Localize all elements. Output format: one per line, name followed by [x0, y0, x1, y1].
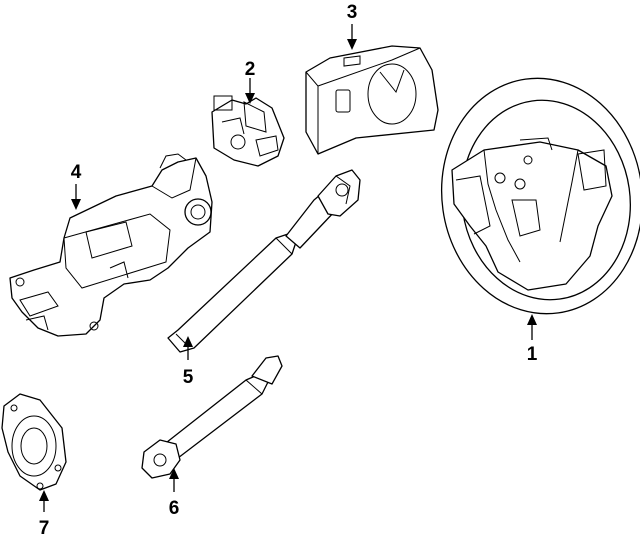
part-column-shroud-cover — [305, 45, 439, 155]
part-column-seal-plate — [1, 393, 67, 491]
callout-4: 4 — [71, 162, 82, 210]
callout-2-number: 2 — [245, 59, 256, 80]
part-lower-intermediate-shaft — [141, 355, 283, 479]
callout-5: 5 — [183, 336, 194, 388]
callout-7-number: 7 — [39, 518, 50, 538]
part-upper-intermediate-shaft — [167, 169, 361, 353]
callout-3: 3 — [347, 2, 358, 50]
callout-2: 2 — [245, 59, 256, 104]
callout-4-number: 4 — [71, 162, 82, 183]
callout-5-number: 5 — [183, 367, 194, 388]
callout-3-number: 3 — [347, 2, 358, 23]
callout-6-number: 6 — [169, 498, 180, 519]
part-ignition-lock-housing — [211, 95, 285, 167]
callout-6: 6 — [169, 468, 180, 519]
part-steering-wheel — [440, 77, 640, 315]
part-steering-column-assembly — [9, 153, 213, 337]
callout-1: 1 — [527, 314, 538, 365]
callout-1-number: 1 — [527, 344, 538, 365]
callout-7: 7 — [39, 490, 50, 538]
